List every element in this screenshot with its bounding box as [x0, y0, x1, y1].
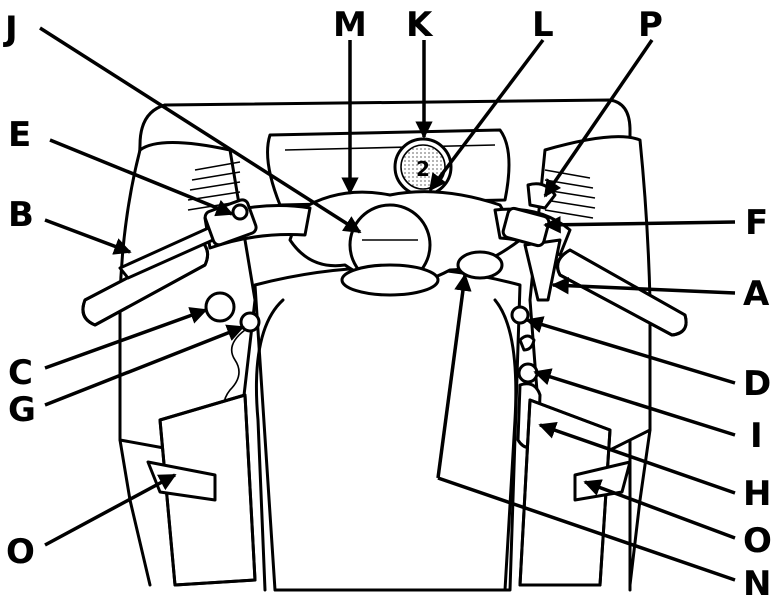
label-n: N: [743, 564, 771, 602]
ignition-switch: [512, 307, 528, 323]
label-k: K: [406, 5, 434, 45]
vehicle-body: 2: [83, 100, 686, 590]
label-e: E: [8, 115, 31, 155]
leader-b: [45, 220, 130, 252]
label-g: G: [8, 390, 36, 430]
label-c: C: [8, 353, 33, 393]
label-i: I: [750, 416, 763, 456]
label-b: B: [8, 195, 34, 235]
label-o-right: O: [743, 521, 772, 561]
label-h: H: [743, 474, 771, 514]
leader-o-left: [45, 475, 175, 545]
leader-o-right: [585, 482, 735, 538]
speedometer: 2: [395, 139, 451, 195]
label-d: D: [743, 364, 771, 404]
label-j: J: [3, 9, 18, 49]
choke-knob: [206, 293, 234, 321]
label-f: F: [745, 203, 768, 243]
label-a: A: [743, 274, 770, 314]
tether-cord-g: [241, 313, 259, 331]
label-l: L: [532, 5, 554, 45]
emergency-switch-e: [233, 205, 247, 219]
label-p: P: [638, 5, 663, 45]
center-console: [255, 268, 520, 591]
label-m: M: [333, 5, 367, 45]
label-o-left: O: [6, 532, 35, 572]
speedometer-reading: 2: [416, 157, 430, 181]
ignition-key: [520, 336, 534, 350]
